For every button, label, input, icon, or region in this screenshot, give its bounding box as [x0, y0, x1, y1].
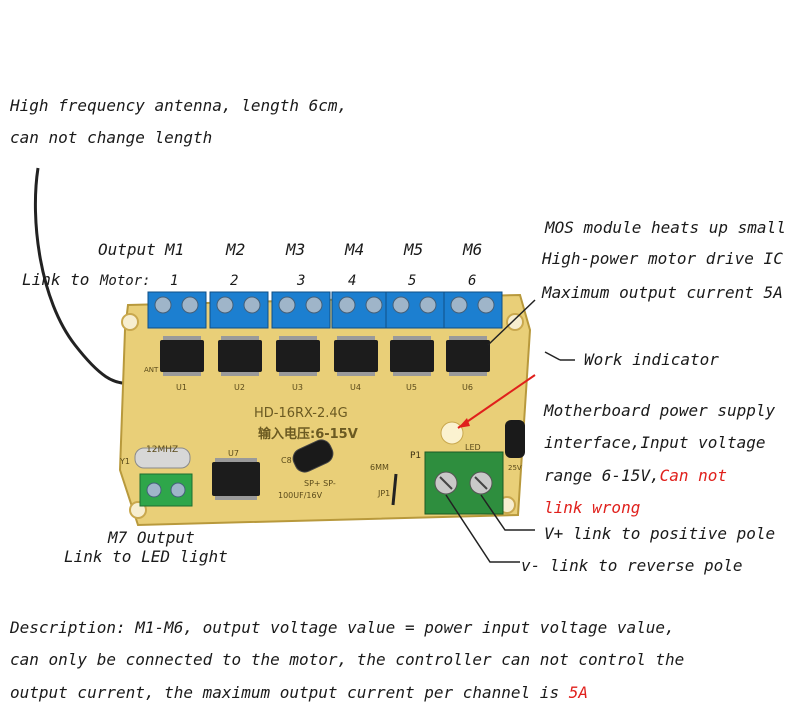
silk-cap-ref: C8 — [281, 456, 292, 465]
power-note-line3-normal: range 6-15V, — [544, 466, 660, 485]
silk-crystal: 12MHZ — [146, 445, 179, 455]
pointer-negative — [445, 494, 520, 563]
silk-driver-u3: U3 — [292, 383, 303, 392]
silk-jumper-ref: JP1 — [378, 489, 391, 498]
m7-note-line1: M7 Output — [108, 528, 195, 547]
output-m4: M4 — [345, 240, 365, 259]
capacitor-c8 — [292, 439, 334, 473]
silk-driver-u2: U2 — [234, 383, 245, 392]
silk-ant-ref: ANT — [144, 366, 159, 374]
ic-u1 — [160, 340, 204, 372]
motor-num-6: 6 — [468, 273, 477, 289]
ic-u7 — [212, 462, 260, 496]
antenna-note-line2: can not change length — [10, 128, 213, 147]
description-line2: can only be connected to the motor, the … — [10, 650, 685, 669]
motor-num-2: 2 — [230, 273, 239, 289]
terminal-m1 — [147, 291, 207, 329]
board-voltage: 输入电压:6-15V — [258, 427, 358, 442]
terminal-m7 — [139, 473, 193, 507]
crystal-y1 — [134, 447, 191, 469]
ic-u4 — [334, 340, 378, 372]
pointer-positive — [480, 494, 535, 531]
positive-pole-label: V+ link to positive pole — [544, 524, 776, 543]
silk-cap-value: 100UF/16V — [278, 491, 323, 500]
power-note-line1: Motherboard power supply — [544, 401, 776, 420]
power-note-line4-warning: link wrong — [544, 498, 641, 517]
power-note-line3-warning: Can not — [659, 466, 728, 485]
output-prefix: Output — [98, 240, 156, 259]
description-line3-normal: output current, the maximum output curre… — [10, 683, 569, 702]
ic-u3 — [276, 340, 320, 372]
ic-u5 — [390, 340, 434, 372]
terminal-m3 — [271, 291, 331, 329]
silk-jumper-size: 6MM — [370, 463, 389, 472]
silk-driver-u1: U1 — [176, 383, 187, 392]
antenna-note-line1: High frequency antenna, length 6cm, — [10, 96, 348, 115]
power-note-line2: interface,Input voltage — [544, 433, 766, 452]
silk-driver-u5: U5 — [406, 383, 417, 392]
motor-num-1: 1 — [170, 273, 179, 289]
capacitor-25v — [505, 420, 525, 458]
output-m5: M5 — [404, 240, 424, 259]
board-model: HD-16RX-2.4G — [254, 406, 348, 421]
silk-crystal-ref: Y1 — [120, 457, 130, 466]
terminal-m6 — [443, 291, 503, 329]
output-m1: M1 — [165, 240, 185, 259]
mos-note-line3: Maximum output current 5A — [542, 283, 783, 302]
work-led — [440, 421, 464, 445]
output-m2: M2 — [226, 240, 246, 259]
motor-terminals — [147, 291, 503, 329]
mount-hole-tr — [506, 313, 524, 331]
pointer-led — [457, 374, 536, 429]
output-m6: M6 — [463, 240, 483, 259]
mount-hole-tl — [121, 313, 139, 331]
power-terminal-p1 — [424, 451, 504, 515]
link-motor: Motor: — [100, 273, 151, 289]
jumper-jp1 — [391, 473, 398, 506]
silk-power-ref: P1 — [410, 451, 422, 461]
terminal-m4 — [331, 291, 391, 329]
silk-cap2-value: 25V — [508, 464, 522, 472]
motor-num-3: 3 — [297, 273, 306, 289]
description-line3-current: 5A — [568, 683, 588, 702]
m7-note-line2: Link to LED light — [64, 547, 228, 566]
pointer-mos — [487, 299, 536, 346]
antenna-wire — [33, 167, 131, 387]
silk-led-ref: LED — [465, 443, 481, 452]
terminal-m2 — [209, 291, 269, 329]
power-note-line3: range 6-15V,Can not — [544, 466, 727, 486]
ic-u2 — [218, 340, 262, 372]
mos-note-line2: High-power motor drive IC — [542, 249, 783, 268]
description-line1: Description: M1-M6, output voltage value… — [10, 618, 675, 637]
silk-ic-ref: U7 — [228, 449, 239, 458]
silk-cap-polarity: SP+ SP- — [304, 479, 336, 488]
work-indicator-label: Work indicator — [584, 350, 719, 369]
silk-driver-u6: U6 — [462, 383, 473, 392]
output-m3: M3 — [286, 240, 306, 259]
motor-num-4: 4 — [348, 273, 357, 289]
link-label: Link to — [22, 270, 90, 289]
ic-u6 — [446, 340, 490, 372]
driver-ics — [160, 340, 490, 372]
mos-note-line1: MOS module heats up small — [545, 218, 786, 237]
description-line3: output current, the maximum output curre… — [10, 683, 588, 703]
negative-pole-label: v- link to reverse pole — [521, 556, 743, 575]
terminal-m5 — [385, 291, 445, 329]
silk-driver-u4: U4 — [350, 383, 361, 392]
motor-num-5: 5 — [408, 273, 417, 289]
